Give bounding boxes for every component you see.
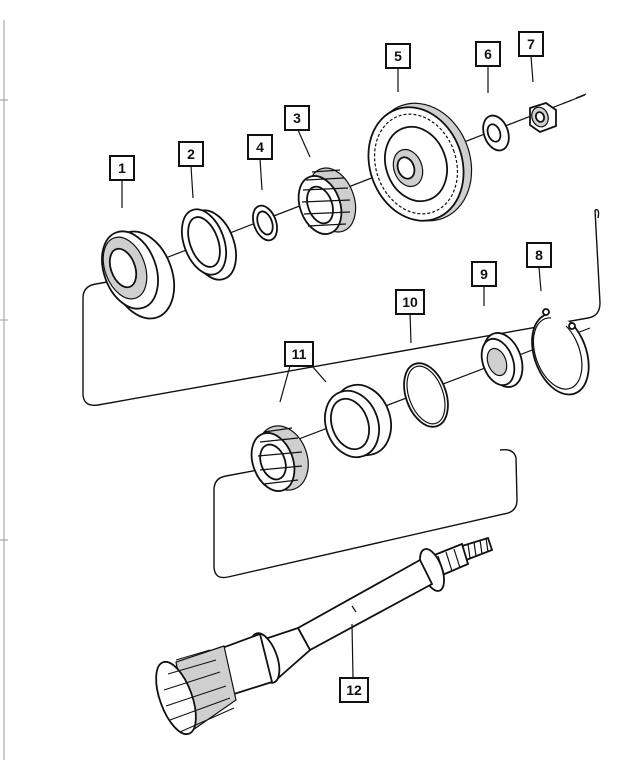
callout-7: 7 [518, 31, 544, 57]
leader-8 [538, 266, 542, 292]
callout-12-label: 12 [346, 682, 362, 698]
callout-2-label: 2 [187, 146, 195, 162]
leader-7 [530, 55, 534, 83]
part-4-snap-ring [252, 204, 278, 242]
callout-10-label: 10 [402, 294, 418, 310]
upper-axis-dash [561, 99, 573, 105]
leader-10 [409, 311, 412, 344]
part-8-retaining-ring [531, 308, 590, 396]
callout-8: 8 [526, 242, 552, 268]
callout-4: 4 [247, 134, 273, 160]
leader-11a [279, 365, 291, 403]
part-5-drive-gear [367, 102, 473, 222]
callout-9: 9 [471, 261, 497, 287]
leader-lines [121, 55, 542, 679]
leader-3 [297, 129, 311, 158]
upper-bracket-corner [594, 208, 600, 219]
callout-2: 2 [178, 141, 204, 167]
part-11-bearing-set [250, 383, 392, 492]
upper-bracket-outline [82, 209, 601, 406]
part-2-seal-ring [180, 208, 237, 281]
callout-5: 5 [385, 43, 411, 69]
callout-6: 6 [475, 41, 501, 67]
leader-11b [311, 365, 327, 383]
upper-assembly [82, 93, 601, 406]
callout-1-label: 1 [118, 160, 126, 176]
part-10-o-ring [403, 362, 449, 428]
callout-9-label: 9 [480, 266, 488, 282]
callout-8-label: 8 [535, 247, 543, 263]
callout-6-label: 6 [484, 46, 492, 62]
callout-1: 1 [109, 155, 135, 181]
leader-12 [351, 623, 354, 679]
callout-10: 10 [395, 289, 425, 315]
callout-4-label: 4 [256, 139, 264, 155]
callout-7-label: 7 [527, 36, 535, 52]
part-7-hex-nut [529, 102, 557, 134]
callout-3-label: 3 [293, 110, 301, 126]
callout-11: 11 [284, 341, 314, 367]
part-1-bearing-cup [101, 230, 176, 320]
part-3-roller-bearing [297, 167, 357, 235]
callout-11-label: 11 [292, 346, 307, 362]
part-12-pinion-shaft [155, 536, 494, 736]
part-9-spacer-washer [480, 332, 524, 388]
lower-bracket-outline [213, 448, 518, 579]
part-6-thrust-washer [482, 114, 510, 152]
callout-5-label: 5 [394, 48, 402, 64]
upper-axis-dash [575, 93, 587, 99]
callout-3: 3 [284, 105, 310, 131]
leader-4 [259, 158, 263, 191]
middle-assembly [213, 308, 591, 579]
leader-2 [190, 165, 194, 199]
callout-12: 12 [339, 677, 369, 703]
